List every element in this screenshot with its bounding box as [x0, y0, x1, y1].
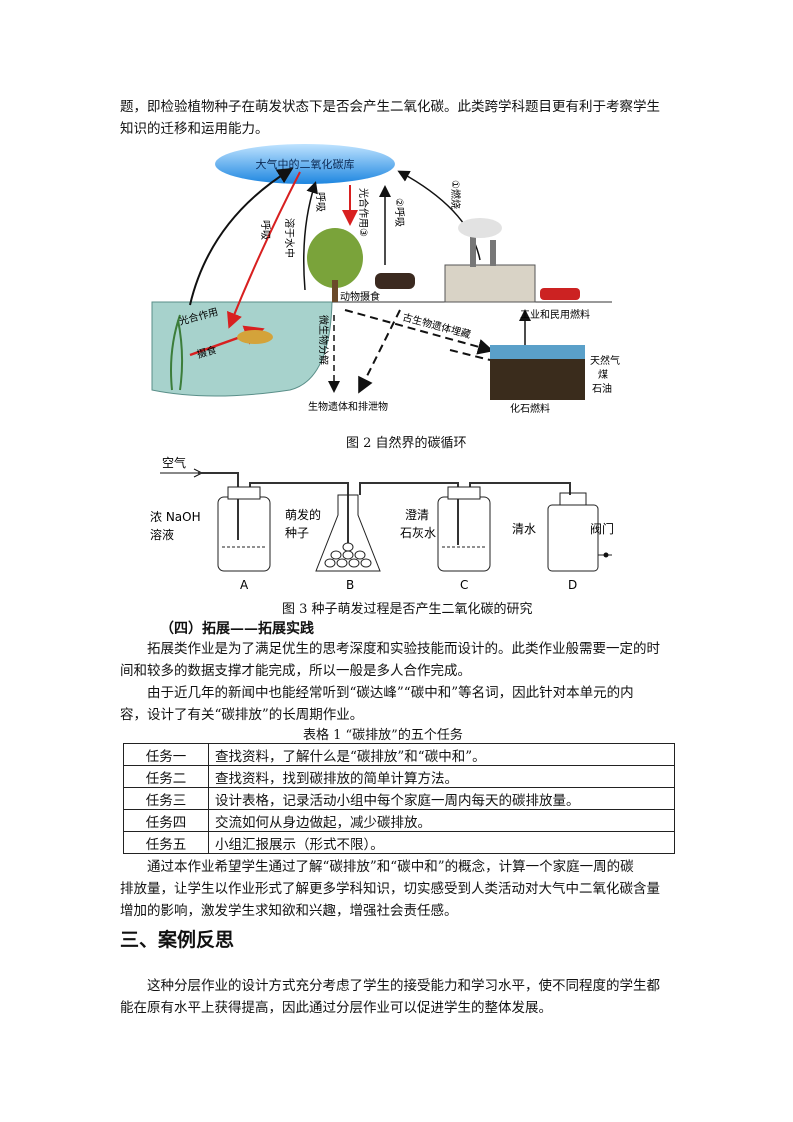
section4-para2-line1: 由于近几年的新闻中也能经常听到“碳达峰”“碳中和”等名词，因此针对本单元的内	[147, 685, 634, 701]
respiration-2-label: ②呼吸	[393, 198, 405, 227]
intro-line-2: 知识的迁移和运用能力。	[120, 121, 269, 137]
section3-line2: 能在原有水平上获得提高，因此通过分层作业可以促进学生的整体发展。	[120, 1000, 552, 1016]
section4-para1-line2: 间和较多的数据支撑才能完成，所以一般是多人合作完成。	[120, 663, 471, 679]
section3-heading: 三、案例反思	[120, 929, 235, 951]
combustion-label: ①燃烧	[449, 180, 462, 209]
bottle-a	[217, 496, 271, 572]
label-d: D	[568, 578, 577, 592]
label-b: B	[346, 578, 354, 592]
atmosphere-label: 大气中的二氧化碳库	[256, 157, 355, 171]
respiration-left-label: 呼吸	[259, 220, 271, 240]
section4-para2-line2: 容，设计了有关“碳排放”的长周期作业。	[120, 707, 364, 723]
bottle-c	[437, 496, 491, 572]
air-label: 空气	[162, 455, 186, 470]
carbon-cycle-figure: 大气中的二氧化碳库 呼吸 溶于水中 呼吸 光合作用③ ②呼吸 ①燃烧 光合作用 …	[151, 144, 620, 415]
valve-icon	[603, 552, 609, 558]
water-area	[151, 301, 333, 397]
table-row: 任务二查找资料，找到碳排放的简单计算方法。	[123, 765, 675, 788]
decomposition-label: 微生物分解	[317, 315, 330, 365]
intro-line-1: 题，即检验植物种子在萌发状态下是否会产生二氧化碳。此类跨学科题目更有利于考察学生	[120, 99, 660, 115]
dissolve-arrow	[227, 171, 301, 329]
apparatus-figure: 空气 浓 NaOH 溶液 萌发的 种子 澄清 石灰水 清水 阀门 A B C D	[150, 455, 614, 592]
seeds-label: 种子	[285, 526, 309, 540]
bottle-d	[547, 504, 599, 572]
germinating-label: 萌发的	[285, 507, 321, 522]
solution-label: 溶液	[150, 527, 174, 542]
water-label: 清水	[512, 522, 536, 536]
fossil-burial-label: 古生物遗体埋藏	[401, 310, 472, 341]
dissolve-label: 溶于水中	[283, 218, 296, 258]
task-content: 小组汇报展示（形式不限）。	[208, 831, 675, 854]
task-content: 查找资料，找到碳排放的简单计算方法。	[208, 765, 675, 788]
petroleum-label: 石油	[592, 382, 612, 395]
table-row: 任务一查找资料，了解什么是“碳排放”和“碳中和”。	[123, 743, 675, 766]
section4-para1-line1: 拓展类作业是为了满足优生的思考深度和实验技能而设计的。此类作业般需要一定的时	[147, 641, 660, 657]
coal-label: 煤	[598, 368, 608, 381]
respiration-mid-label: 呼吸	[314, 192, 326, 212]
label-c: C	[460, 578, 468, 592]
animal-ingestion-label: 动物摄食	[340, 290, 380, 303]
para3-line2: 排放量，让学生以作业形式了解更多学科知识，切实感受到人类活动对大气中二氧化碳含量	[120, 881, 660, 897]
section4-heading: （四）拓展——拓展实践	[160, 621, 314, 637]
table-row: 任务四交流如何从身边做起，减少碳排放。	[123, 809, 675, 832]
fuel-use-label: 工业和民用燃料	[520, 308, 590, 321]
valve-label: 阀门	[590, 521, 614, 536]
label-a: A	[240, 578, 249, 592]
tasks-table: 任务一查找资料，了解什么是“碳排放”和“碳中和”。 任务二查找资料，找到碳排放的…	[123, 743, 675, 854]
car	[540, 288, 580, 300]
flask-b	[315, 494, 381, 572]
fossil-fuel-label: 化石燃料	[510, 402, 550, 415]
factory	[444, 264, 536, 303]
photosynthesis-label: 光合作用③	[357, 188, 370, 237]
figure3-caption: 图 3 种子萌发过程是否产生二氧化碳的研究	[282, 602, 533, 617]
task-content: 交流如何从身边做起，减少碳排放。	[208, 809, 675, 832]
task-key: 任务一	[123, 743, 209, 766]
natural-gas-label: 天然气	[590, 354, 620, 367]
atmosphere-ellipse	[215, 144, 395, 184]
remains-label: 生物遗体和排泄物	[308, 400, 388, 413]
naoh-label: 浓 NaOH	[150, 510, 201, 524]
clear-label: 澄清	[405, 507, 429, 522]
task-key: 任务三	[123, 787, 209, 810]
table-caption: 表格 1 “碳排放”的五个任务	[303, 728, 463, 743]
figure2-caption: 图 2 自然界的碳循环	[346, 436, 467, 451]
limewater-label: 石灰水	[400, 526, 436, 540]
task-content: 设计表格，记录活动小组中每个家庭一周内每天的碳排放量。	[208, 787, 675, 810]
table-row: 任务三设计表格，记录活动小组中每个家庭一周内每天的碳排放量。	[123, 787, 675, 810]
task-key: 任务二	[123, 765, 209, 788]
task-key: 任务四	[123, 809, 209, 832]
section3-line1: 这种分层作业的设计方式充分考虑了学生的接受能力和学习水平，使不同程度的学生都	[147, 978, 660, 994]
task-content: 查找资料，了解什么是“碳排放”和“碳中和”。	[208, 743, 675, 766]
table-row: 任务五小组汇报展示（形式不限）。	[123, 831, 675, 854]
para3-line3: 增加的影响，激发学生求知欲和兴趣，增强社会责任感。	[120, 903, 458, 919]
task-key: 任务五	[123, 831, 209, 854]
para3-line1: 通过本作业希望学生通过了解“碳排放”和“碳中和”的概念，计算一个家庭一周的碳	[147, 859, 634, 875]
